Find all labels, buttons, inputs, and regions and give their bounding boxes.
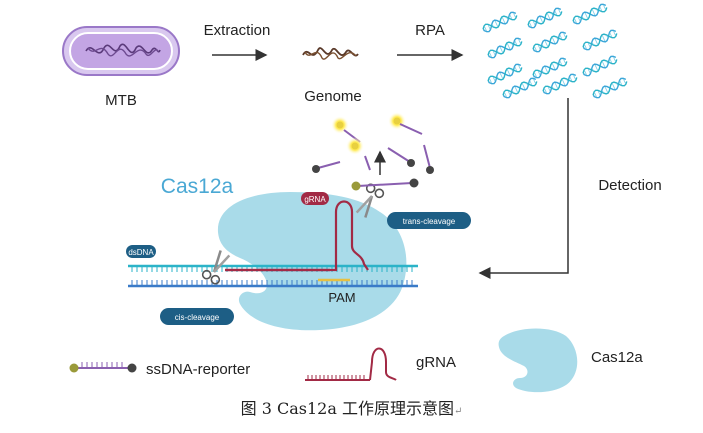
svg-text:dsDNA: dsDNA	[128, 248, 154, 257]
cas12a-title: Cas12a	[161, 175, 234, 198]
rpa-label: RPA	[415, 22, 445, 39]
cleaved-reporters	[312, 112, 434, 174]
legend-grna: gRNA	[416, 354, 456, 371]
mtb-label: MTB	[105, 92, 137, 109]
genome-label: Genome	[304, 88, 362, 105]
scissors-cis-icon	[201, 250, 231, 285]
legend-cas12a: Cas12a	[591, 349, 643, 366]
cis-cleavage-tag: cis-cleavage	[160, 308, 234, 325]
legend-cas12a-icon	[498, 328, 578, 393]
svg-text:gRNA: gRNA	[304, 195, 326, 204]
trans-cleavage-tag: trans-cleavage	[387, 212, 471, 229]
legend-reporter-icon	[69, 362, 137, 373]
amplified-dna-icon	[482, 3, 628, 99]
figure-caption: 图 3 Cas12a 工作原理示意图↵	[0, 395, 703, 419]
return-mark: ↵	[453, 406, 463, 417]
dsdna-tag: dsDNA	[126, 245, 156, 258]
svg-text:cis-cleavage: cis-cleavage	[175, 313, 220, 322]
cas12a-diagram: MTB Extraction Genome RPA Detection Cas1…	[62, 3, 662, 393]
intact-reporter	[351, 178, 419, 191]
grna-hairpin	[330, 200, 369, 272]
legend-grna-icon	[305, 347, 397, 381]
mtb-bacterium	[62, 26, 180, 76]
extraction-label: Extraction	[204, 22, 271, 39]
pam-label: PAM	[328, 290, 355, 305]
caption-text: 图 3 Cas12a 工作原理示意图	[240, 399, 454, 418]
detection-label: Detection	[598, 177, 661, 194]
genome-icon	[302, 47, 359, 60]
grna-tag: gRNA	[301, 192, 329, 205]
cas12a-protein	[217, 192, 407, 331]
legend-ssdna-reporter: ssDNA-reporter	[146, 361, 250, 378]
detection-arrow	[478, 98, 569, 279]
svg-text:trans-cleavage: trans-cleavage	[403, 217, 456, 226]
